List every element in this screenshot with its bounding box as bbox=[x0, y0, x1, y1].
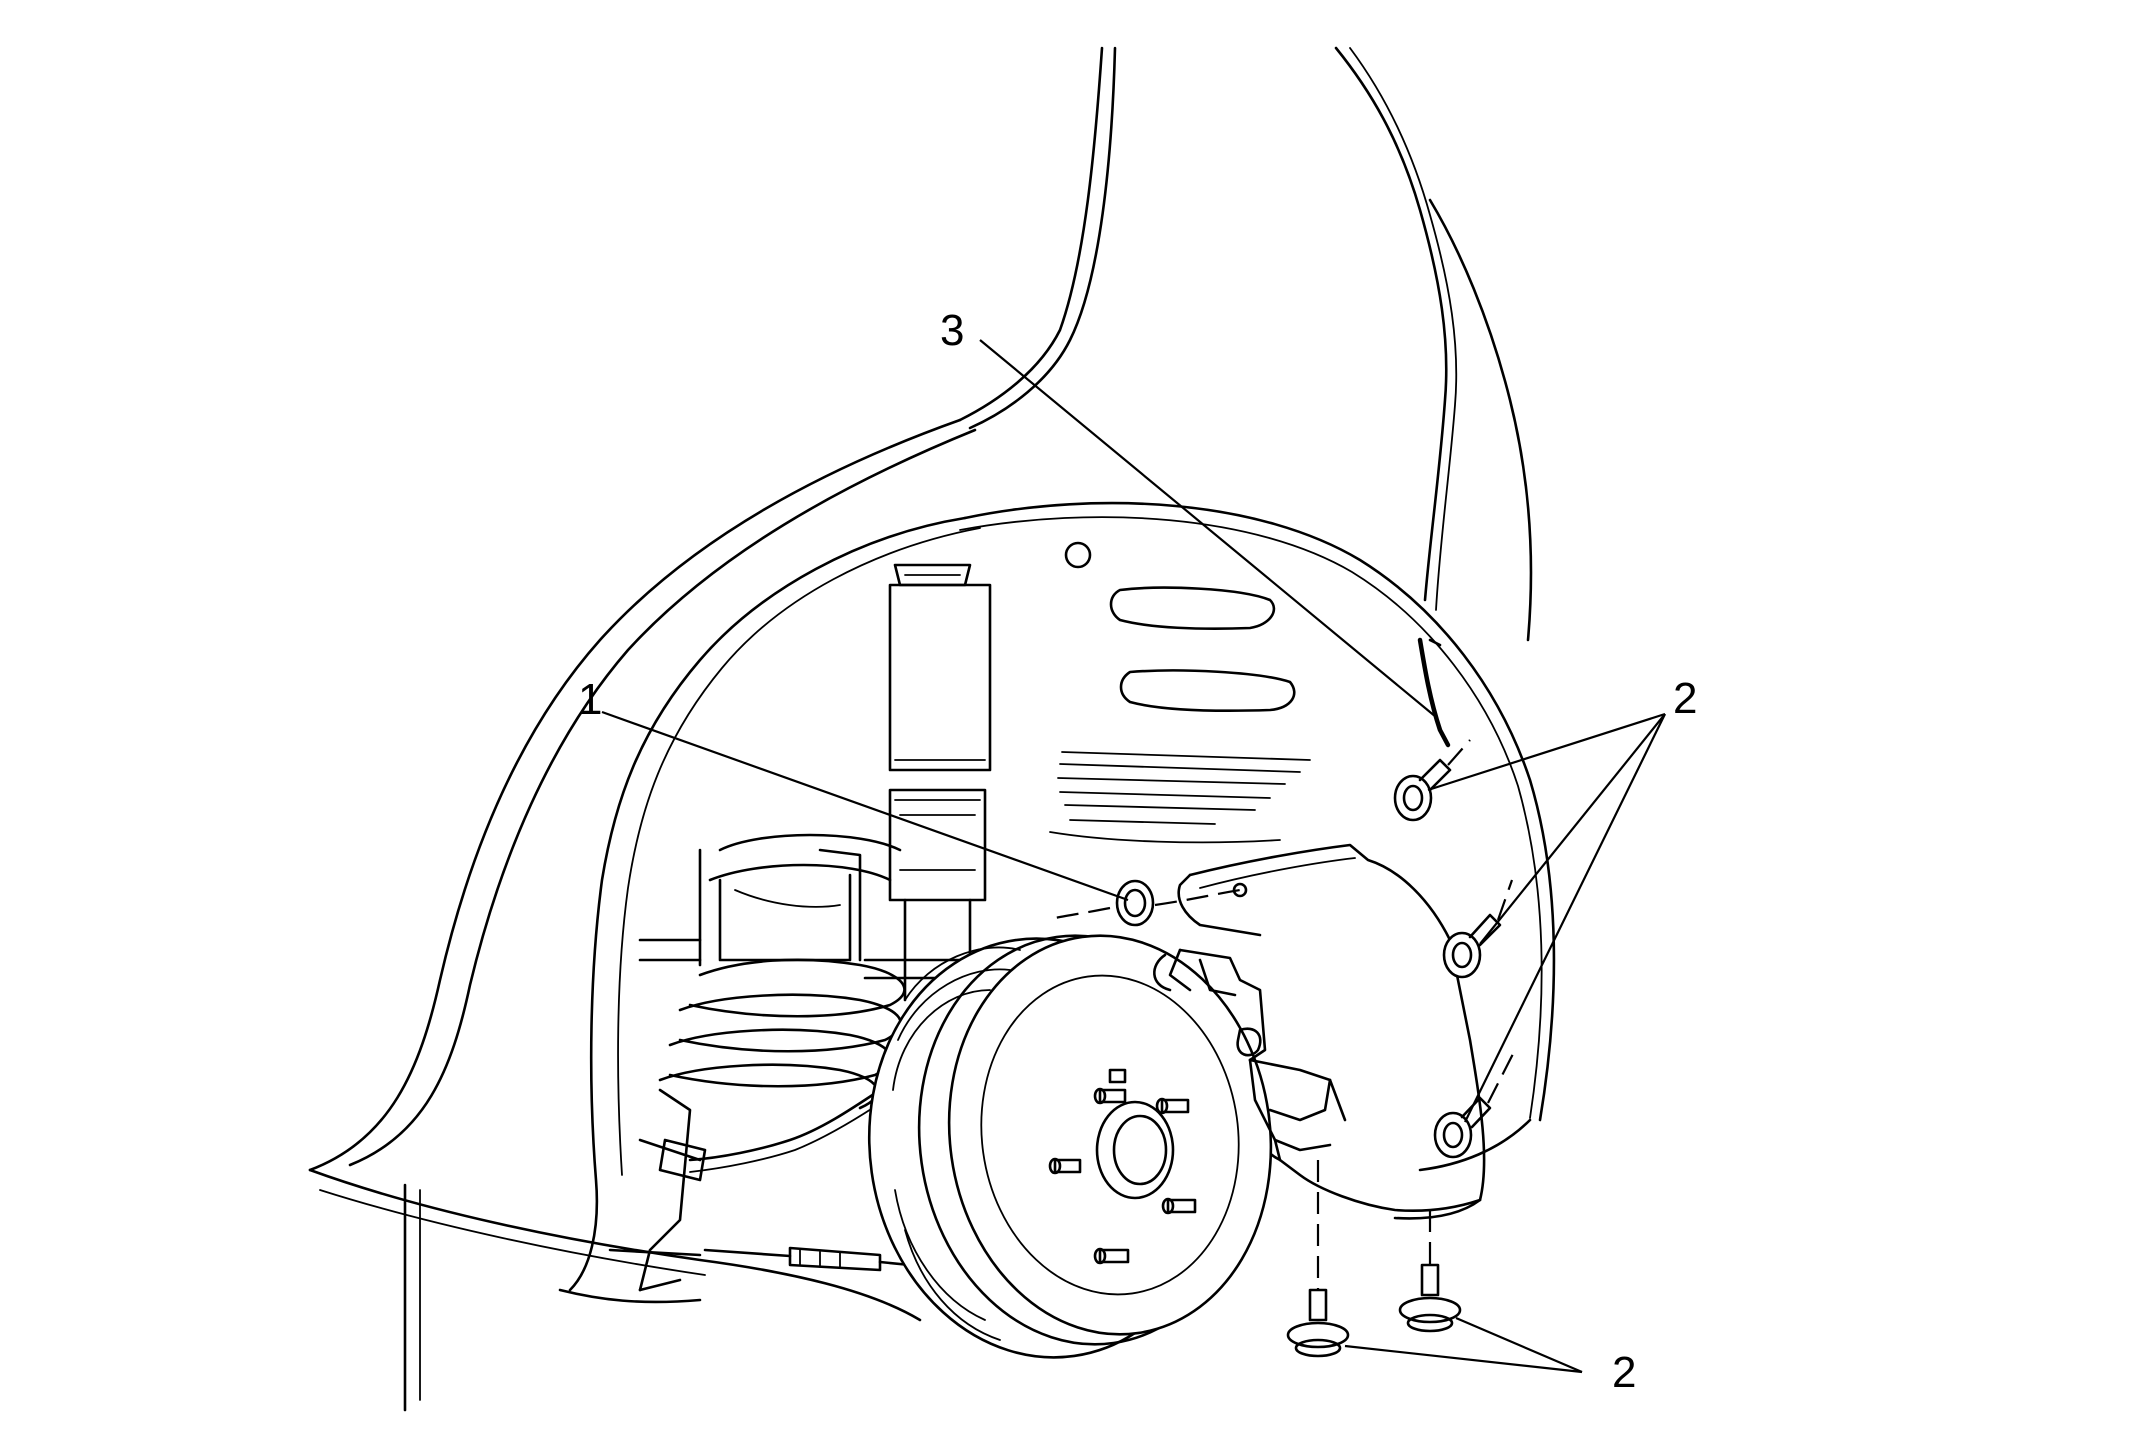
fastener-nut-1 bbox=[1054, 879, 1248, 927]
fastener-screw-2-bottom-right bbox=[1398, 1210, 1462, 1333]
wheelhouse-liner-panel bbox=[1049, 541, 1486, 1220]
wheel-studs bbox=[1048, 1068, 1197, 1265]
callout-1: 1 bbox=[578, 675, 602, 724]
fastener-screw-2-lower bbox=[1433, 1049, 1516, 1159]
callout-2-upper: 2 bbox=[1673, 674, 1697, 723]
fastener-screw-2-bottom-left bbox=[1286, 1160, 1350, 1358]
callout-leaders bbox=[601, 339, 1666, 1374]
shock-absorber bbox=[888, 563, 992, 1002]
liner-retaining-edge bbox=[1417, 637, 1451, 748]
fastener-screw-2-upper bbox=[1393, 739, 1471, 822]
callouts: 1 2 2 3 bbox=[578, 306, 1697, 1397]
callout-3: 3 bbox=[940, 306, 964, 355]
quarter-panel-outline bbox=[308, 46, 1556, 1412]
callout-2-lower: 2 bbox=[1612, 1348, 1636, 1397]
brake-drum bbox=[867, 934, 1273, 1359]
brake-lines bbox=[608, 1078, 936, 1292]
knuckle-bracket bbox=[1153, 948, 1347, 1162]
fastener-screw-2-middle bbox=[1442, 879, 1514, 979]
